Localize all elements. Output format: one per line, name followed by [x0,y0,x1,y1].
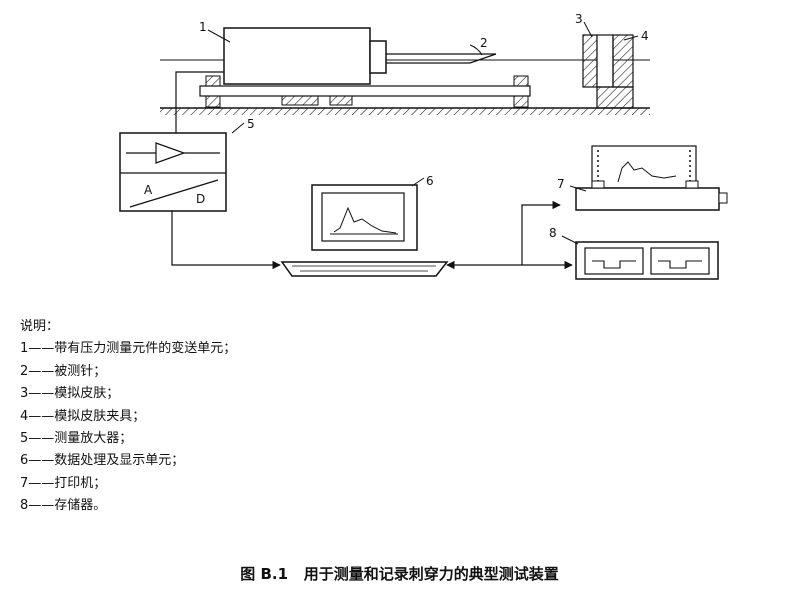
transmitter-unit [223,27,387,85]
legend-item: 6——数据处理及显示单元； [20,453,185,469]
legend-item: 8——存储器。 [20,498,107,514]
legend-item: 5——测量放大器； [20,431,133,447]
callout-2: 2 [480,36,488,50]
legend-item: 3——模拟皮肤； [20,386,120,402]
needle [386,53,497,64]
printer [575,145,728,211]
callout-4: 4 [641,29,649,43]
callout-6: 6 [426,174,434,188]
storage [575,241,719,280]
figure-caption: 图 B.1 用于测量和记录刺穿力的典型测试装置 [0,563,799,584]
legend-item: 4——模拟皮肤夹具； [20,408,146,424]
callout-1: 1 [199,20,207,34]
measuring-amplifier [119,132,227,212]
callout-8: 8 [549,226,557,240]
figure-title: 用于测量和记录刺穿力的典型测试装置 [303,565,559,583]
legend: 说明： 1——带有压力测量元件的变送单元； 2——被测针； 3——模拟皮肤； 4… [20,316,236,518]
slide-rail [199,75,531,108]
computer [280,184,449,277]
printer-link [521,200,561,265]
signal-wire-2 [171,211,281,270]
adc-label-d: D [196,192,205,206]
signal-wire-1 [175,71,224,133]
ground [160,107,650,115]
figure-number: 图 B.1 [240,565,289,583]
legend-item: 2——被测针； [20,363,107,379]
skin-clamp [582,34,634,109]
legend-item: 1——带有压力测量元件的变送单元； [20,341,237,357]
callout-7: 7 [557,177,565,191]
callout-5: 5 [247,117,255,131]
adc-label-a: A [144,183,153,197]
callout-3: 3 [575,12,583,26]
legend-title: 说明： [20,319,60,334]
legend-item: 7——打印机； [20,475,107,491]
leader-lines [207,21,639,245]
test-setup-diagram: A D [119,12,728,280]
